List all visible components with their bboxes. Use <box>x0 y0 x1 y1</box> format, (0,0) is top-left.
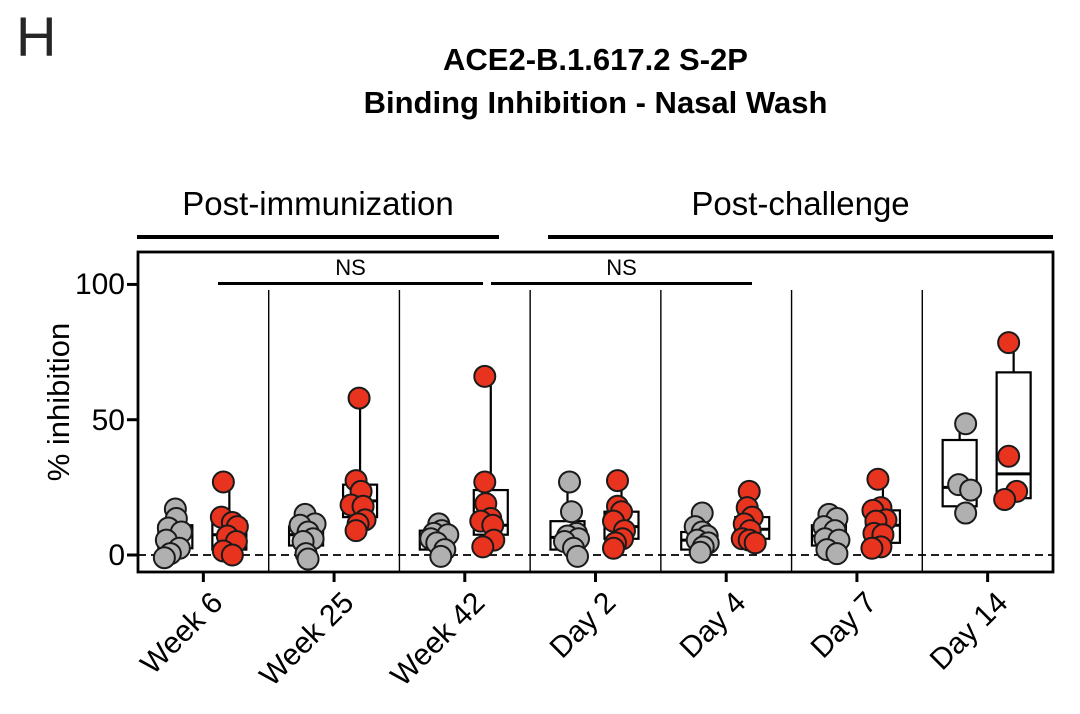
y-tick-label-100: 100 <box>74 268 125 301</box>
data-point-red <box>344 519 368 543</box>
section-underline-post-challenge <box>548 235 1053 239</box>
plot-frame <box>136 250 1055 574</box>
data-point-gray <box>959 478 983 502</box>
data-point-red <box>860 536 884 560</box>
significance-bracket-1 <box>218 282 483 285</box>
y-tick-label-0: 0 <box>108 539 125 572</box>
section-label-post-challenge: Post-challenge <box>691 185 910 222</box>
chart-title-line1: ACE2-B.1.617.2 S-2P <box>443 42 748 77</box>
data-point-red <box>993 488 1017 512</box>
data-point-gray <box>825 542 849 566</box>
data-point-gray <box>688 540 712 564</box>
y-axis-title: % inhibition <box>41 322 76 482</box>
data-point-red <box>473 364 497 388</box>
section-underline-post-immunization <box>137 235 499 239</box>
data-point-gray <box>954 501 978 525</box>
data-point-gray <box>152 546 176 570</box>
data-point-red <box>866 467 890 491</box>
significance-label-2: NS <box>606 255 637 280</box>
significance-label-1: NS <box>335 255 366 280</box>
chart-title: ACE2-B.1.617.2 S-2P Binding Inhibition -… <box>138 38 1053 124</box>
data-point-gray <box>560 500 583 524</box>
data-point-gray <box>954 412 978 436</box>
section-label-post-immunization: Post-immunization <box>182 185 454 222</box>
data-point-red <box>473 470 497 494</box>
data-point-red <box>997 444 1021 468</box>
data-point-red <box>211 470 235 494</box>
data-point-gray <box>296 547 320 571</box>
data-point-red <box>347 386 371 410</box>
box-red <box>995 371 1032 500</box>
panel-letter: H <box>16 5 58 68</box>
data-point-gray <box>566 544 589 568</box>
data-point-red <box>471 535 495 559</box>
data-point-red <box>606 469 629 493</box>
data-point-red <box>220 543 244 567</box>
chart-title-line2: Binding Inhibition - Nasal Wash <box>363 85 828 120</box>
data-point-red <box>997 331 1021 355</box>
data-point-red <box>743 531 767 555</box>
y-tick-label-50: 50 <box>91 404 125 437</box>
data-point-gray <box>558 470 581 494</box>
significance-bracket-2 <box>491 282 752 285</box>
data-point-red <box>602 536 625 560</box>
data-point-gray <box>429 544 453 568</box>
